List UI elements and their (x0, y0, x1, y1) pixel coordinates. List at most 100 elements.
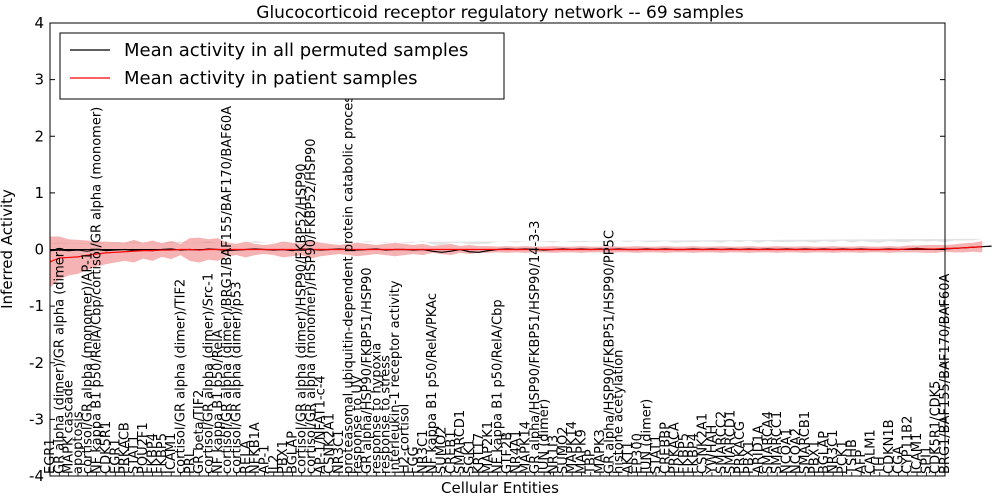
x-tick-label: FKBP5 (155, 433, 170, 474)
x-tick-label: NCOA2 (789, 428, 804, 474)
band-permuted (50, 238, 983, 245)
x-tick-label: FKBP4 (146, 433, 161, 474)
x-tick-label: TSHB (845, 439, 860, 475)
x-tick-label: PBX1 (742, 440, 757, 474)
x-tick-label: NFKB1A (248, 422, 263, 474)
y-tick-label: -2 (29, 354, 44, 372)
x-tick-label: ICAM1 (164, 433, 179, 474)
y-tick-label: 1 (34, 184, 44, 202)
x-tick-label: NF kappa B1 p50/RelA/PKAc (425, 293, 440, 474)
x-tick-label: CALM1 (863, 429, 878, 474)
x-tick-label: CREBBP (658, 422, 673, 474)
x-tick-label: AP-1 (257, 445, 272, 474)
x-tick-label: NR3C1 (332, 430, 347, 474)
x-tick-label: CDK5R1 (99, 421, 114, 474)
x-tick-label: cortisol/GR alpha (dimer)/Src-1 (201, 273, 216, 474)
x-tick-label: PBX1 (807, 440, 822, 474)
y-tick-label: 0 (34, 241, 44, 259)
x-tick-label: STAT1 (649, 435, 664, 474)
legend-box (59, 32, 505, 100)
x-tick-label: response to hypoxia (369, 343, 384, 474)
y-tick-label: 4 (34, 14, 44, 32)
x-tick-label: PRKACB (118, 422, 133, 474)
y-tick-label: -1 (29, 297, 44, 315)
y-tick-label: 3 (34, 71, 44, 89)
y-tick-label: 2 (34, 127, 44, 145)
x-tick-label: BRG1/BAF155/BAF170/BAF60A (938, 274, 953, 474)
x-tick-label: EGR1 (43, 438, 58, 474)
x-tick-label: cortisol/GR alpha (dimer)/HSP90/FKBP52/H… (295, 163, 310, 474)
x-tick-label: YWHAH (705, 425, 720, 475)
legend-label-permuted: Mean activity in all permuted samples (124, 40, 468, 61)
x-tick-label: TBP (584, 449, 599, 475)
x-tick-label: POU2F1 (136, 422, 151, 474)
x-tick-label: SUMO2 (556, 427, 571, 475)
x-tick-label: SPI1 (919, 446, 934, 474)
x-tick-label: FKBP5 (677, 433, 692, 474)
y-tick-label: -4 (29, 467, 44, 485)
x-tick-label: SMARCC1 (770, 411, 785, 474)
x-tick-label: NF kappa B1 p50/RelA/Cbp (491, 299, 506, 474)
x-tick-label: response to stress (379, 355, 394, 474)
x-tick-label: cortisol/GR alpha (dimer)/p53 (229, 282, 244, 474)
x-tick-label: ICAM1 (910, 433, 925, 474)
x-tick-label: GR beta/TIF2 (192, 390, 207, 474)
x-tick-label: SMARCD1 (724, 410, 739, 474)
x-tick-label: CREB1 (444, 430, 459, 474)
x-tick-label: FKBP4 (686, 433, 701, 474)
series-line-patient (49, 246, 983, 263)
x-tick-label: BGLAP (817, 431, 832, 474)
x-tick-label: NF kappa B1 p50/RelA/Cbp/cortisol/GR alp… (90, 107, 105, 474)
x-tick-label: KRT17 (472, 433, 487, 474)
x-tick-label: AFP (854, 450, 869, 474)
x-tick-label: NF kappa B1 p50/RelA (211, 329, 226, 474)
x-tick-label: CSNK2A1 (696, 413, 711, 474)
x-tick-label: GR alpha/HSP90/FKBP51/HSP90/14-3-3 (528, 221, 543, 474)
x-tick-label: PBX1 (276, 440, 291, 474)
x-tick-label: PRKACA (668, 422, 683, 474)
x-tick-label: SMARCD1 (453, 410, 468, 474)
x-tick-label: SMARCB1 (798, 411, 813, 474)
x-tick-label: EP300 (630, 433, 645, 474)
x-tick-label: MAPK cascade (62, 380, 77, 474)
x-tick-label: IL2 (267, 455, 282, 474)
x-tick-label: histone acetylation (612, 350, 627, 474)
x-tick-label: NR1I3 (546, 435, 561, 474)
x-tick-label: FGG (407, 446, 422, 474)
x-tick-label: RELA (239, 440, 254, 474)
x-tick-label: NR3C1 (416, 430, 431, 474)
x-tick-label: CDK5R1/CDK5 (929, 381, 944, 474)
chart-title: Glucocorticoid receptor regulatory netwo… (256, 3, 744, 23)
x-tick-label: CSNK2A1 (323, 413, 338, 474)
x-tick-label: SMARCA4 (761, 411, 776, 474)
x-tick-label: ARID1A (752, 425, 767, 474)
x-tick-label: SMARCC2 (714, 411, 729, 474)
x-tick-label: MAP2K1 (481, 421, 496, 474)
x-axis-label: Cellular Entities (441, 479, 559, 497)
x-tick-label: H2-cortisol (397, 404, 412, 474)
x-tick-label: GR alpha/HSP90/FKBP51/HSP90/PP5C (602, 230, 617, 474)
x-tick-label: NCOA1 (780, 428, 795, 474)
plot-area (49, 236, 992, 288)
x-tick-label: apoptosis (71, 411, 86, 474)
x-tick-label: TH (873, 456, 888, 475)
legend-label-patient: Mean activity in patient samples (124, 68, 418, 89)
x-tick-label: SGK1 (463, 439, 478, 474)
x-tick-label: SUMO2 (435, 427, 450, 475)
x-tick-label: PRL (183, 449, 198, 474)
y-axis-label: Inferred Activity (0, 189, 16, 309)
x-tick-label: interleukin-1 receptor activity (388, 280, 403, 474)
x-tick-label: MAPK3 (593, 429, 608, 474)
x-tick-label: cortisol/GR alpha (monomer)/AP-1 (80, 252, 95, 474)
x-tick-label: CDKN1B (882, 419, 897, 474)
x-tick-label: MAPK9 (574, 429, 589, 474)
x-tick-label: cortisol/GR alpha (monomer)/HSP90/FKBP52… (304, 139, 319, 475)
x-tick-label: GR alpha/HSP90/FKBP51/HSP90 (360, 267, 375, 474)
x-tick-label: MAPK14 (518, 421, 533, 474)
x-tick-label: EGR1 (108, 438, 123, 474)
x-tick-label: cortisol/GR alpha (dimer)/TIF2 (174, 279, 189, 474)
